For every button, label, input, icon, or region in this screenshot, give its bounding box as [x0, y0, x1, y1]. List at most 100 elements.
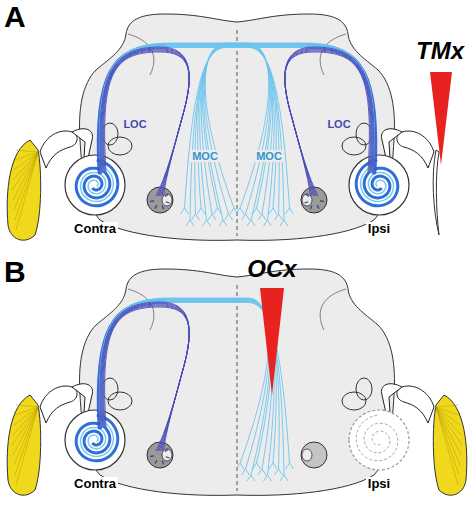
moc-terminal [286, 208, 294, 214]
loc-terminal [162, 461, 163, 465]
loc-terminal [320, 200, 324, 202]
tympanic-membrane [7, 140, 41, 240]
semicircular-canal [108, 137, 132, 155]
loc-fiber [101, 48, 189, 196]
loc-fiber [285, 52, 370, 196]
incus [72, 384, 93, 413]
loc-terminal [165, 194, 168, 196]
panel [7, 14, 439, 240]
moc-terminal [247, 220, 255, 226]
ipsi-fibers [181, 43, 375, 226]
membrane-fiber [12, 407, 38, 445]
contra-side [7, 378, 173, 495]
side-label: Ipsi [366, 477, 392, 491]
malleus [397, 386, 434, 423]
moc-terminal [230, 208, 238, 214]
moc-fiber [190, 47, 371, 220]
moc-fiber [205, 43, 374, 208]
panel-letter: B [4, 255, 26, 288]
pathway-label: MOC [190, 150, 220, 162]
malleus [40, 386, 77, 423]
membrane-fiber [14, 407, 38, 465]
moc-fiber [203, 45, 374, 209]
loc-terminal [310, 206, 311, 210]
moc-fiber [100, 299, 270, 475]
semicircular-canal [342, 392, 366, 410]
moc-terminal [236, 463, 244, 469]
loc-fiber [285, 48, 373, 196]
moc-fiber [100, 298, 269, 463]
moc-terminal [280, 475, 288, 481]
loc-fiber [105, 307, 190, 451]
panel-letter: A [4, 0, 26, 33]
moc-terminal [219, 220, 227, 226]
loc-nucleus [301, 442, 327, 468]
moc-fiber [204, 44, 374, 220]
lesion-label: OCx [247, 256, 296, 282]
moc-fiber [200, 46, 373, 221]
loc-fiber [105, 52, 190, 196]
moc-terminal [269, 208, 277, 214]
cochlear-innervation [80, 421, 113, 456]
membrane-fiber [13, 152, 38, 200]
moc-fiber [201, 45, 373, 214]
peduncle-line [320, 289, 346, 330]
membrane-fiber [16, 405, 38, 407]
loc-fiber [104, 51, 189, 196]
tympanic-membrane [433, 395, 467, 495]
moc-terminal [275, 469, 283, 475]
moc-terminal [225, 214, 233, 220]
loc-terminal [304, 202, 308, 203]
moc-terminal [197, 208, 205, 214]
incus [381, 129, 402, 158]
moc-terminal [264, 220, 272, 226]
loc-fiber [100, 47, 189, 196]
lesion-marker [430, 72, 452, 165]
moc-terminal [242, 469, 250, 475]
loc-fiber [103, 50, 189, 196]
moc-fiber [103, 302, 284, 475]
moc-terminal [192, 214, 200, 220]
loc-terminal [166, 202, 170, 203]
moc-terminal [208, 214, 216, 220]
cochlea [349, 155, 409, 215]
loc-terminal [155, 205, 157, 208]
incus [381, 384, 402, 413]
moc-terminal [247, 475, 255, 481]
moc-fiber [101, 301, 274, 476]
membrane-fiber [436, 407, 462, 445]
loc-nucleus-hilus [302, 449, 312, 461]
moc-fiber [185, 48, 372, 209]
lesion-marker [260, 288, 284, 395]
malleus [40, 131, 77, 168]
moc-fiber [100, 44, 270, 215]
loc-terminal [150, 200, 154, 202]
loc-fiber [104, 306, 189, 451]
membrane-fiber [12, 152, 38, 190]
panel [7, 269, 467, 495]
membrane-fiber [16, 407, 38, 485]
moc-fiber [204, 44, 374, 215]
loc-terminal [317, 205, 319, 208]
loc-terminal [165, 449, 168, 451]
moc-fiber [101, 300, 273, 469]
loc-terminal [155, 460, 157, 463]
loc-fiber [100, 302, 189, 451]
moc-terminal [286, 463, 294, 469]
cochlear-spiral [356, 160, 398, 206]
efferent-trunk [99, 46, 165, 172]
membrane-fiber [436, 407, 458, 485]
loc-fiber [285, 50, 371, 196]
moc-fiber [103, 303, 290, 464]
membrane-fiber [13, 407, 38, 455]
cochlea [65, 410, 125, 470]
moc-fiber [195, 47, 372, 215]
moc-fiber [102, 301, 276, 463]
moc-terminal [214, 208, 222, 214]
ipsi-side [301, 378, 467, 495]
moc-terminal [275, 214, 283, 220]
membrane-fiber [436, 405, 458, 407]
moc-terminal [264, 475, 272, 481]
